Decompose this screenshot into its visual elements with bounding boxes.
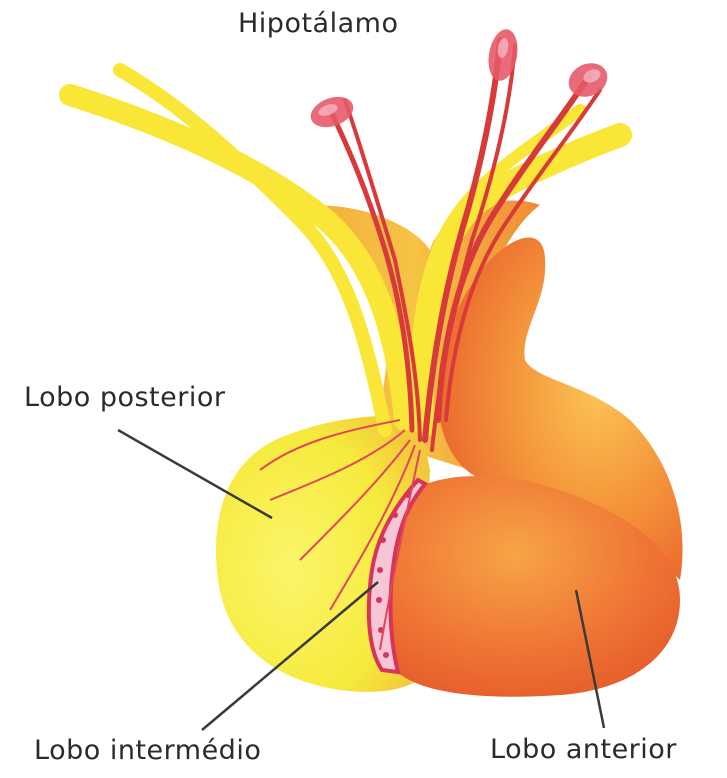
- label-posterior-lobe: Lobo posterior: [24, 382, 225, 413]
- label-anterior-lobe: Lobo anterior: [490, 734, 677, 765]
- label-intermediate-lobe: Lobo intermédio: [34, 735, 261, 766]
- label-hypothalamus: Hipotálamo: [238, 8, 398, 39]
- vessel-tufts-highlight: [317, 37, 603, 118]
